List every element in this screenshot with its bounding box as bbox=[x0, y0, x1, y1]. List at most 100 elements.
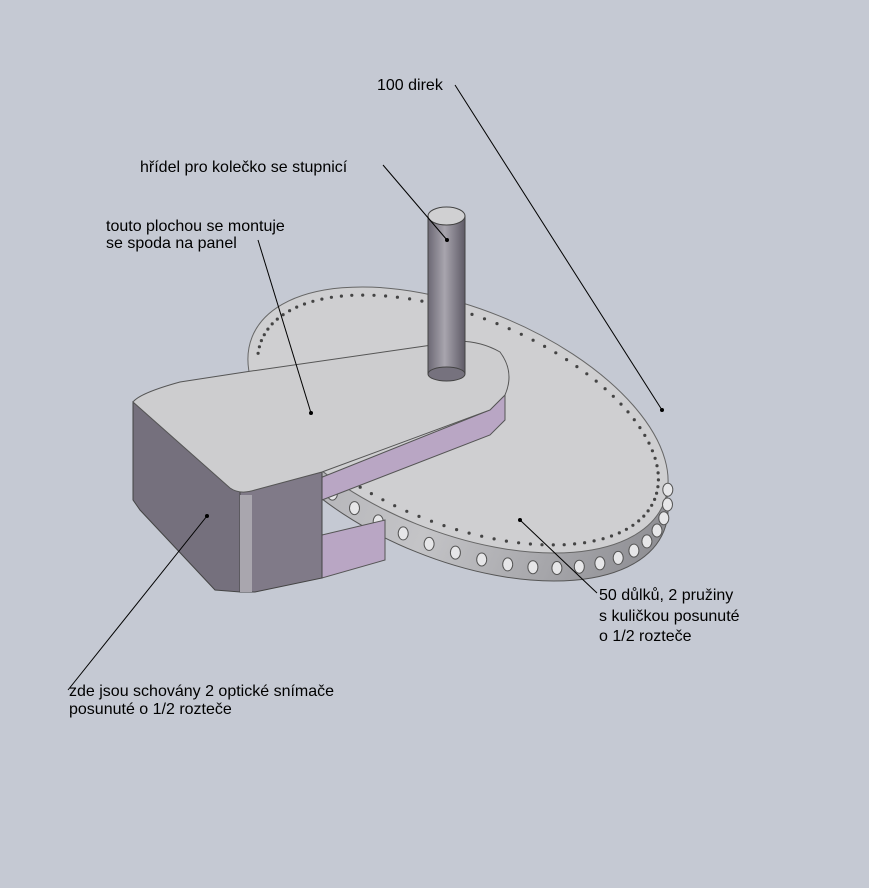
side-dimple bbox=[594, 556, 606, 571]
side-dimple bbox=[476, 552, 488, 567]
top-hole bbox=[624, 527, 629, 531]
side-dimples bbox=[326, 482, 674, 575]
top-hole bbox=[329, 295, 333, 299]
label-sensors-1: zde jsou schovány 2 optické snímače bbox=[69, 683, 334, 700]
top-hole bbox=[592, 539, 596, 543]
top-hole bbox=[470, 312, 474, 316]
top-hole bbox=[281, 313, 285, 317]
label-shaft: hřídel pro kolečko se stupnicí bbox=[140, 159, 348, 176]
side-dimple bbox=[527, 560, 539, 575]
top-hole bbox=[540, 543, 544, 547]
top-hole bbox=[575, 365, 579, 369]
side-dimple bbox=[423, 536, 435, 551]
side-dimple bbox=[502, 557, 514, 572]
top-hole bbox=[656, 485, 660, 489]
top-hole bbox=[528, 542, 533, 546]
top-hole bbox=[650, 449, 655, 453]
mount-plate-top bbox=[132, 340, 510, 493]
top-hole bbox=[350, 293, 354, 297]
side-dimple bbox=[449, 545, 461, 560]
top-hole bbox=[619, 402, 623, 406]
top-hole bbox=[492, 537, 496, 541]
side-dimple bbox=[612, 550, 624, 565]
top-hole bbox=[637, 519, 641, 523]
top-hole bbox=[507, 327, 511, 331]
top-hole bbox=[583, 541, 587, 545]
top-hole bbox=[655, 464, 659, 468]
label-mount-2: se spoda na panel bbox=[106, 235, 237, 252]
top-hole bbox=[480, 534, 484, 538]
top-hole bbox=[256, 351, 260, 355]
top-hole bbox=[531, 338, 535, 342]
top-hole bbox=[653, 497, 657, 501]
side-dimple bbox=[397, 526, 409, 541]
label-detents-2: s kuličkou posunuté bbox=[599, 608, 740, 625]
top-hole bbox=[631, 523, 635, 527]
top-hole bbox=[372, 293, 376, 297]
top-hole bbox=[311, 299, 315, 303]
side-dimple bbox=[662, 482, 674, 497]
top-hole bbox=[442, 524, 446, 528]
shaft bbox=[427, 206, 466, 382]
top-hole bbox=[259, 339, 263, 343]
label-holes: 100 direk bbox=[377, 77, 444, 94]
side-dimple bbox=[651, 523, 663, 538]
top-hole bbox=[270, 322, 274, 326]
leader-shaft bbox=[382, 164, 448, 241]
lower-arm bbox=[321, 519, 386, 579]
side-dimple bbox=[628, 543, 640, 558]
top-hole bbox=[656, 478, 661, 482]
top-hole bbox=[626, 410, 630, 414]
top-hole bbox=[617, 531, 621, 535]
top-hole bbox=[519, 332, 523, 336]
top-hole bbox=[266, 327, 270, 331]
top-hole bbox=[642, 514, 646, 518]
side-dimple bbox=[641, 534, 653, 549]
top-hole bbox=[295, 305, 299, 309]
top-hole bbox=[467, 531, 471, 535]
top-hole bbox=[562, 543, 566, 547]
top-hole bbox=[393, 504, 397, 508]
leader-holes bbox=[454, 84, 663, 411]
top-hole bbox=[302, 302, 307, 306]
top-hole bbox=[653, 456, 657, 460]
top-holes bbox=[256, 293, 661, 547]
side-dimple bbox=[662, 497, 673, 512]
top-hole bbox=[381, 498, 385, 502]
top-hole bbox=[650, 503, 654, 507]
leader-sensors bbox=[67, 515, 208, 691]
side-dimple bbox=[573, 559, 585, 574]
top-hole bbox=[358, 485, 362, 489]
leader-mount bbox=[257, 239, 312, 414]
label-detents-1: 50 důlků, 2 pružiny bbox=[599, 586, 733, 604]
side-dimple bbox=[658, 511, 670, 526]
top-hole bbox=[275, 317, 279, 321]
top-hole bbox=[369, 492, 373, 496]
top-hole bbox=[565, 358, 569, 362]
top-hole bbox=[609, 534, 614, 538]
top-hole bbox=[551, 543, 555, 547]
top-hole bbox=[646, 509, 650, 513]
top-hole bbox=[257, 345, 261, 349]
top-hole bbox=[517, 541, 521, 545]
top-hole bbox=[603, 387, 607, 391]
top-hole bbox=[643, 433, 647, 437]
top-hole bbox=[320, 297, 324, 301]
top-hole bbox=[611, 394, 615, 398]
top-hole bbox=[601, 537, 605, 541]
top-hole bbox=[420, 299, 424, 303]
top-hole bbox=[408, 297, 412, 301]
top-hole bbox=[573, 542, 577, 546]
top-hole bbox=[655, 491, 659, 495]
side-dimple bbox=[551, 561, 563, 575]
top-hole bbox=[504, 539, 508, 543]
top-hole bbox=[417, 514, 421, 519]
block-edge bbox=[240, 495, 252, 592]
top-hole bbox=[482, 317, 487, 321]
label-detents-3: o 1/2 rozteče bbox=[599, 628, 692, 645]
top-hole bbox=[455, 528, 459, 532]
top-hole bbox=[262, 333, 266, 337]
top-hole bbox=[495, 322, 499, 326]
